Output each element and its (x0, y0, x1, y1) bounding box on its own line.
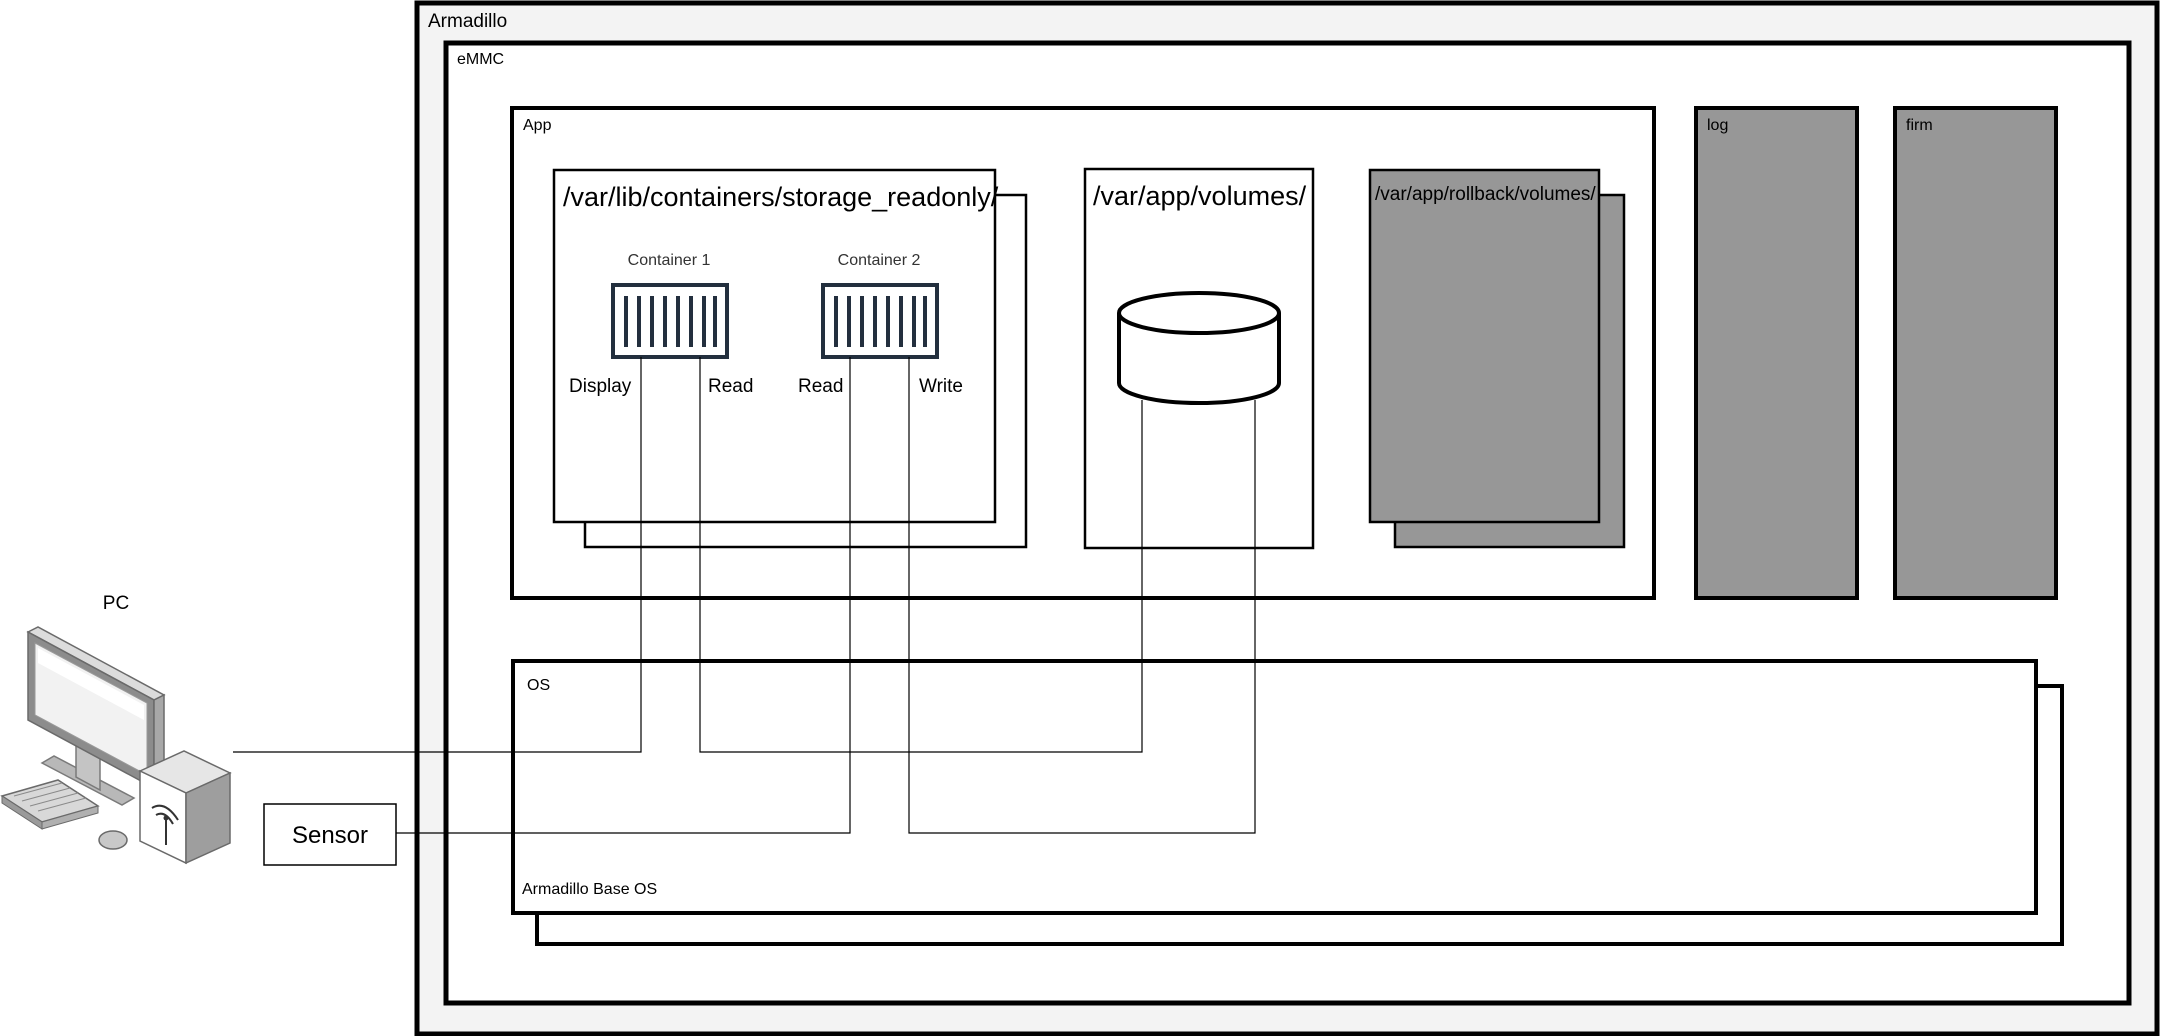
container-1-label: Container 1 (628, 252, 711, 269)
pc: PC (0, 593, 232, 865)
database-cylinder-icon (1117, 291, 1281, 405)
sensor-box: Sensor (263, 803, 397, 866)
firm-box: firm (1893, 106, 2058, 600)
armadillo-label: Armadillo (428, 11, 507, 32)
armadillo-base-os-label: Armadillo Base OS (522, 881, 657, 898)
log-box: log (1694, 106, 1859, 600)
os-box: OS Armadillo Base OS (511, 659, 2064, 946)
rollback-path: /var/app/rollback/volumes/ (1375, 184, 1596, 205)
desktop-pc-icon (0, 626, 232, 865)
container-2: Container 2 Read Write (798, 252, 963, 397)
sensor-label: Sensor (292, 822, 368, 849)
sensor-to-read-line (396, 357, 851, 834)
log-label: log (1707, 117, 1728, 134)
container-1-read-port: Read (708, 376, 753, 397)
container-1: Container 1 Display Read (569, 252, 753, 397)
pc-label: PC (103, 593, 129, 614)
pc-to-display-line (233, 357, 642, 753)
read-to-volumes-line (699, 357, 1143, 753)
container-2-read-port: Read (798, 376, 843, 397)
connection-lines (233, 357, 1256, 834)
container-1-display-port: Display (569, 376, 632, 397)
write-to-volumes-line (908, 357, 1256, 834)
emmc-label: eMMC (457, 51, 504, 68)
os-label: OS (527, 677, 550, 694)
container-2-write-port: Write (919, 376, 963, 397)
firm-label: firm (1906, 117, 1933, 134)
storage-readonly-path: /var/lib/containers/storage_readonly/ (563, 182, 999, 212)
container-icon (611, 283, 729, 359)
volumes-box: /var/app/volumes/ (1083, 167, 1315, 550)
container-2-label: Container 2 (838, 252, 921, 269)
volumes-path: /var/app/volumes/ (1093, 181, 1307, 211)
container-icon (821, 283, 939, 359)
rollback-box: /var/app/rollback/volumes/ (1368, 168, 1626, 549)
app-label: App (523, 117, 552, 134)
